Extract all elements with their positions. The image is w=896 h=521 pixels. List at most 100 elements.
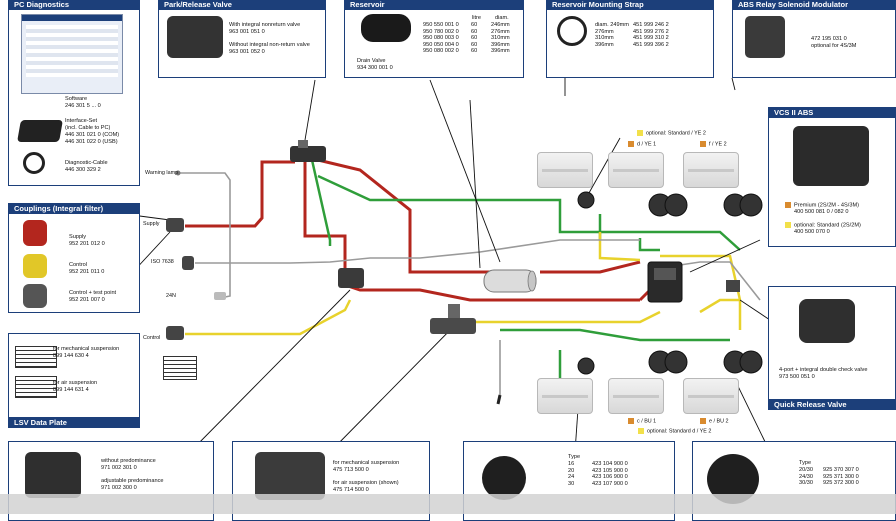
chamber-row-2-col-1: 423 106 900 0 [592, 474, 628, 480]
load-sensing-valve [430, 304, 476, 334]
lsv-plate-title: LSV Data Plate [9, 417, 139, 428]
software-number: 246 301 5 ... 0 [65, 103, 101, 109]
air-plate-icon [15, 376, 57, 398]
wheel-top-2 [608, 152, 664, 188]
lsv-air-number: 899 144 631 4 [53, 387, 89, 393]
electric-line-grey [180, 172, 761, 395]
res-row-4-col-0: 950 080 002 0 [423, 48, 459, 54]
res-row-3-col-2: 396mm [491, 41, 510, 48]
chamber-row-3-col-1: 423 107 900 0 [592, 480, 628, 487]
emergency-relay-valve [338, 268, 364, 288]
coupling-heads [166, 218, 226, 340]
abs-relay-note: optional for 4S/3M [811, 43, 857, 49]
vcs-std-label: optional: Standard (2S/2M) [785, 222, 861, 229]
interface-line-3: 446 301 021 0 (COM) [65, 132, 120, 138]
park-no1: 963 001 051 0 [229, 29, 265, 35]
supply-label: Supply [143, 221, 160, 227]
res-row-3-col-1: 60 [471, 41, 478, 48]
cable-number: 446 300 329 2 [65, 167, 101, 173]
software-screenshot-icon [21, 14, 123, 94]
software-label: Software [65, 96, 88, 102]
mech-plate-icon [15, 346, 57, 368]
spring-row-1-col-0: 24/30 [799, 473, 813, 480]
strap-row-0-col-0: diam. 249mm [595, 22, 629, 28]
warning-lamp-node [175, 170, 181, 176]
strap-row-1-col-1: 451 999 276 2 [633, 28, 669, 35]
vcs-premium-number: 400 500 081 0 / 082 0 [794, 209, 849, 215]
control-coupling-label: Control [69, 262, 88, 268]
chamber-row-1-col-0: 20 [568, 467, 575, 474]
reservoir-tank [483, 269, 537, 293]
vcs-abs-title: VCS II ABS [769, 107, 895, 118]
lsv-valve-line2: for air suspension (shown) [333, 480, 399, 486]
control-coupling-icon [23, 254, 47, 278]
wheel-top-1 [537, 152, 593, 188]
res-row-2-col-2: 310mm [491, 35, 510, 41]
abs-relay-number: 472 195 031 0 [811, 36, 847, 42]
spring-row-0-col-1: 925 370 307 0 [823, 467, 859, 473]
spring-row-0-col-0: 20/30 [799, 467, 813, 473]
brake-chambers-bottom [577, 350, 763, 375]
spring-row-2-col-0: 30/30 [799, 480, 813, 486]
control-label: Control [143, 335, 161, 341]
res-row-0-col-2: 246mm [491, 22, 510, 28]
reservoir-col-litre: litre [472, 15, 482, 21]
interface-line-1: Interface-Set [65, 118, 98, 124]
relay-no1: 971 002 301 0 [101, 465, 137, 471]
f-ye2-label: f / YE 2 [700, 141, 727, 147]
bottom-fade [0, 494, 896, 514]
strap-row-1-col-0: 276mm [595, 28, 614, 35]
reservoir-icon [361, 14, 411, 42]
vcs-abs-panel: VCS II ABS Premium (2S/2M - 4S/3M) 400 5… [768, 107, 896, 247]
interface-line-4: 446 301 022 0 (USB) [65, 139, 118, 145]
chamber-row-0-col-1: 423 104 900 0 [592, 461, 628, 467]
wheel-bottom-3 [683, 378, 739, 414]
chamber-row-3-col-0: 30 [568, 480, 575, 487]
relay-emergency-icon [25, 452, 81, 498]
warning-lamp-label: Warning lamp [145, 170, 179, 176]
res-row-1-col-0: 950 780 002 0 [423, 28, 459, 35]
interface-line-2: (incl. Cable to PC) [65, 125, 111, 131]
lsv-plate-diagram-icon [163, 356, 197, 380]
wheel-bottom-2 [608, 378, 664, 414]
qrv-line1: 4-port + integral double check valve [779, 367, 868, 373]
wheel-top-3 [683, 152, 739, 188]
abs-relay-icon [745, 16, 785, 58]
cable-label: Diagnostic-Cable [65, 160, 108, 166]
control-coupling-number: 952 201 011 0 [69, 269, 105, 275]
strap-row-3-col-1: 451 999 396 2 [633, 41, 669, 48]
aux-label: 24N [166, 293, 176, 299]
c-bu1-label: c / BU 1 [628, 418, 656, 424]
lsv-valve-icon [255, 452, 325, 500]
d-ye1-label: d / YE 1 [628, 141, 656, 147]
lsv-valve-no1: 475 713 500 0 [333, 467, 369, 473]
vcs-std-number: 400 500 070 0 [794, 229, 830, 235]
quick-release-title: Quick Release Valve [769, 399, 895, 410]
pc-diagnostics-panel: PC Diagnostics Software 246 301 5 ... 0 … [8, 0, 140, 186]
chamber-row-1-col-1: 423 105 900 0 [592, 467, 628, 474]
park-line1: With integral nonreturn valve [229, 22, 301, 28]
res-row-2-col-1: 60 [471, 35, 478, 41]
brake-chambers-top [577, 191, 763, 217]
lsv-plate-panel: for mechanical suspension 899 144 630 4 … [8, 333, 140, 428]
optional-standard-top-label: optional: Standard / YE 2 [637, 130, 706, 136]
qrv-number: 973 500 051 0 [779, 374, 815, 380]
chamber-type-label: Type [568, 454, 581, 460]
control-test-number: 952 201 007 0 [69, 297, 105, 303]
chamber-row-2-col-0: 24 [568, 474, 575, 480]
leader-lines [131, 75, 771, 453]
cable-end [496, 394, 502, 405]
drain-valve-number: 934 300 001 0 [357, 65, 393, 71]
interface-box-icon [17, 120, 63, 142]
supply-coupling-number: 952 201 012 0 [69, 241, 105, 247]
park-valve [290, 140, 326, 162]
strap-row-3-col-0: 396mm [595, 41, 614, 48]
couplings-panel: Couplings (Integral filter) Supply 952 2… [8, 203, 140, 313]
vcs-premium-label: Premium (2S/2M - 4S/3M) [785, 202, 859, 209]
res-row-1-col-2: 276mm [491, 28, 510, 35]
lsv-mech-label: for mechanical suspension [53, 346, 120, 352]
park-line2: Without integral non-return valve [229, 42, 310, 48]
brake-chamber-icon [482, 456, 526, 500]
relay-no2: 971 002 300 0 [101, 485, 137, 491]
